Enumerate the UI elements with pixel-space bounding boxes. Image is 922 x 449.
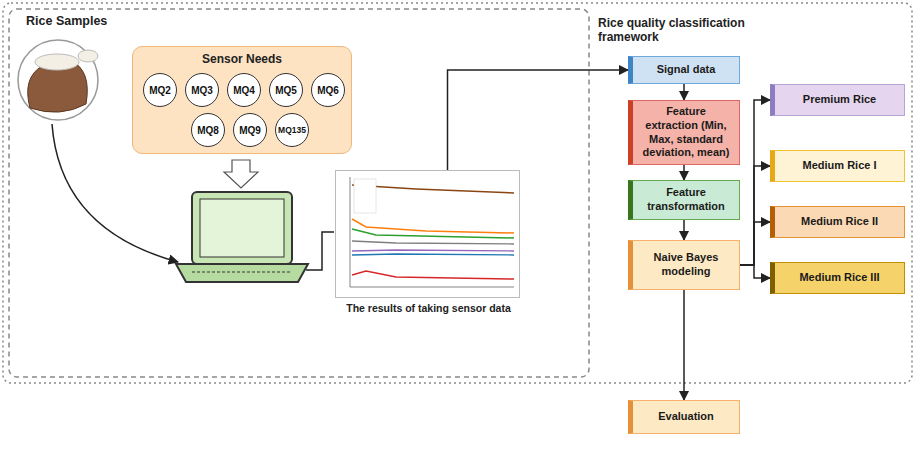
sensor-circle: MQ5 bbox=[269, 73, 303, 107]
sensor-chart: The results of taking sensor data bbox=[335, 170, 520, 298]
sensor-circle: MQ6 bbox=[311, 73, 345, 107]
laptop-icon bbox=[176, 192, 308, 282]
chart-series bbox=[352, 254, 514, 255]
flow-arrow bbox=[683, 84, 685, 100]
icon-circle bbox=[18, 40, 98, 120]
chart-plot bbox=[336, 171, 519, 297]
outer-dotted-frame bbox=[3, 3, 912, 383]
node-text: Medium Rice I bbox=[803, 159, 877, 173]
flow-arrow bbox=[740, 166, 770, 265]
flow-arrow bbox=[740, 265, 770, 278]
rice-sack-icon bbox=[18, 40, 98, 120]
laptop-keys bbox=[192, 272, 292, 273]
rice-scoop bbox=[78, 50, 98, 62]
node-text: MQ135 bbox=[278, 125, 306, 135]
sensor-group: Sensor NeedsMQ2 MQ3 MQ4 MQ5 MQ6MQ8 MQ9 MQ135 bbox=[132, 46, 352, 154]
data-line bbox=[306, 232, 334, 270]
node-text: Feature transformation bbox=[639, 186, 733, 214]
sensor-circle: MQ2 bbox=[143, 73, 177, 107]
node-text: Sensor Needs bbox=[133, 47, 351, 66]
class-box: Medium Rice II bbox=[770, 206, 905, 238]
class-box: Premium Rice bbox=[770, 84, 905, 116]
node-text: Medium Rice III bbox=[799, 271, 879, 285]
class-box: Medium Rice III bbox=[770, 262, 905, 294]
chart-axis bbox=[350, 287, 514, 288]
node-text: MQ6 bbox=[317, 85, 339, 96]
chart-legend-box bbox=[354, 179, 376, 213]
rice-pile bbox=[35, 54, 79, 70]
flow-arrow bbox=[683, 165, 685, 180]
sensor-circle: MQ9 bbox=[233, 113, 267, 147]
node-text: Naive Bayes modeling bbox=[639, 251, 733, 279]
sensor-circle: MQ4 bbox=[227, 73, 261, 107]
chart-series bbox=[352, 250, 514, 251]
laptop-display bbox=[200, 199, 284, 257]
node-text: Medium Rice II bbox=[801, 215, 878, 229]
chart-series bbox=[352, 271, 514, 279]
chart-caption: The results of taking sensor data bbox=[326, 302, 531, 314]
flow-arrow bbox=[740, 100, 770, 265]
node-text: MQ3 bbox=[191, 85, 213, 96]
node-text: MQ5 bbox=[275, 85, 297, 96]
inner-dashed-frame bbox=[9, 9, 589, 377]
sensor-circle: MQ3 bbox=[185, 73, 219, 107]
chart-series bbox=[352, 229, 514, 238]
laptop-base bbox=[176, 264, 308, 282]
node-text: MQ4 bbox=[233, 85, 255, 96]
label-text: Rice Samples bbox=[26, 14, 176, 28]
node-text: MQ8 bbox=[197, 125, 219, 136]
sensor-circle: MQ8 bbox=[191, 113, 225, 147]
process-box: Evaluation bbox=[628, 400, 740, 434]
node-text: Premium Rice bbox=[803, 93, 876, 107]
chart-series bbox=[352, 185, 514, 193]
class-box: Medium Rice I bbox=[770, 150, 905, 182]
node-text: Evaluation bbox=[658, 410, 714, 424]
process-box: Signal data bbox=[628, 56, 740, 84]
hollow-arrow bbox=[224, 160, 258, 188]
node-text: Feature extraction (Min, Max, standard d… bbox=[639, 105, 733, 160]
flow-arrow bbox=[683, 220, 685, 240]
process-box: Feature transformation bbox=[628, 180, 740, 220]
process-box: Naive Bayes modeling bbox=[628, 240, 740, 290]
node-text: Signal data bbox=[657, 63, 716, 77]
section-title: Rice quality classification framework bbox=[598, 16, 758, 44]
chart-axis bbox=[350, 177, 351, 287]
laptop-screen bbox=[192, 192, 292, 264]
chart-series bbox=[352, 219, 514, 233]
sensor-circle: MQ135 bbox=[275, 113, 309, 147]
flow-arrow bbox=[448, 70, 629, 170]
flow-arrow bbox=[740, 222, 770, 265]
node-text: MQ2 bbox=[149, 85, 171, 96]
process-box: Feature extraction (Min, Max, standard d… bbox=[628, 100, 740, 165]
chart-series bbox=[352, 241, 514, 244]
node-text: MQ9 bbox=[239, 125, 261, 136]
flow-arrow bbox=[683, 290, 685, 400]
